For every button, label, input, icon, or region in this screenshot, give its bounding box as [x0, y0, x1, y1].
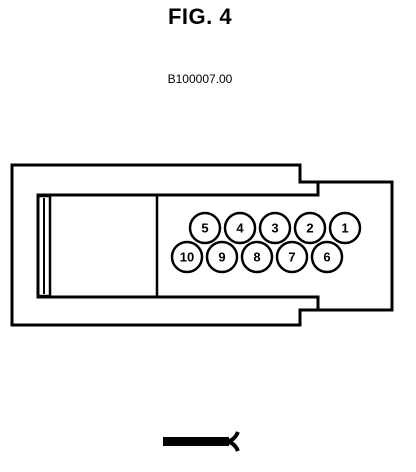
pin-label: 4	[236, 221, 244, 236]
connector-latch	[36, 194, 52, 298]
connector-housing-outline	[10, 163, 394, 327]
pin-label: 3	[271, 221, 278, 236]
pin-7: 7	[275, 240, 309, 274]
pin-9: 9	[205, 240, 239, 274]
pin-10: 10	[170, 240, 204, 274]
pin-label: 9	[218, 250, 225, 265]
pin-label: 7	[288, 250, 295, 265]
figure-code: B100007.00	[167, 72, 233, 86]
pin-label: 2	[306, 221, 313, 236]
pin-3: 3	[258, 211, 292, 245]
connector-end-symbol-icon	[163, 431, 240, 452]
pin-1: 1	[328, 211, 362, 245]
pin-label: 6	[323, 250, 330, 265]
pin-label: 8	[253, 250, 260, 265]
pin-2: 2	[293, 211, 327, 245]
pin-row-bottom: 10 9 8 7 6	[170, 240, 344, 274]
pin-row-top: 5 4 3 2 1	[188, 211, 362, 245]
figure-title: FIG. 4	[167, 4, 233, 29]
pin-6: 6	[310, 240, 344, 274]
pin-8: 8	[240, 240, 274, 274]
pin-label: 5	[201, 221, 208, 236]
pin-label: 1	[341, 221, 348, 236]
pin-5: 5	[188, 211, 222, 245]
pin-4: 4	[223, 211, 257, 245]
pin-label: 10	[180, 250, 194, 265]
